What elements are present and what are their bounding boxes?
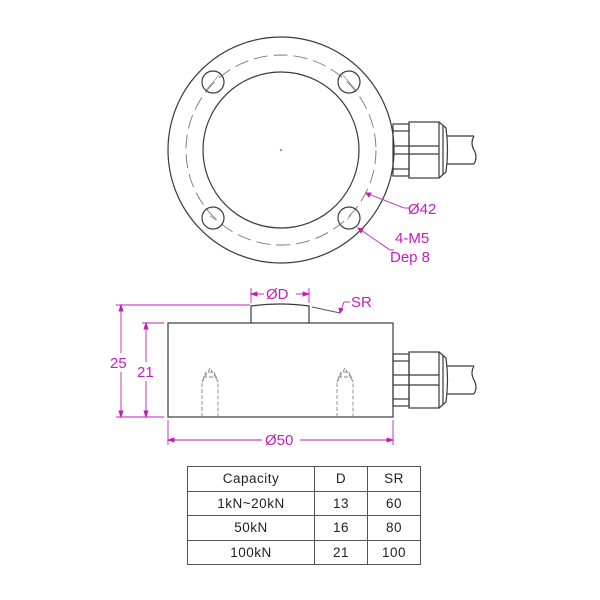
cell-capacity: 50kN [187,515,315,541]
pitch-diameter-label: Ø42 [408,201,436,218]
center-mark [279,148,283,152]
spec-table: Capacity D SR 1kN~20kN 13 60 50kN 16 80 … [187,466,421,565]
cell-sr: 60 [367,490,421,516]
header-d: D [314,466,368,492]
side-view-dimensions [116,288,395,445]
top-view [167,36,477,264]
pitch-circle-dashed [185,54,377,246]
cell-capacity: 100kN [187,539,315,565]
header-capacity: Capacity [187,466,315,492]
bolt-hole-bottom-right [337,206,361,230]
table-header-row: Capacity D SR [187,466,421,492]
cell-d: 13 [314,490,368,516]
button-diameter-label: ØD [266,286,289,303]
bolt-hole-top-right [337,70,361,94]
spherical-radius-label: SR [351,294,372,311]
side-view [167,303,477,418]
thread-depth-label: Dep 8 [390,249,430,266]
cell-sr: 100 [367,539,421,565]
top-view-dimensions [357,192,410,251]
outer-flange-circle [167,36,395,264]
cell-capacity: 1kN~20kN [187,490,315,516]
table-row: 50kN 16 80 [187,515,421,541]
body-height-label: 21 [137,364,154,381]
thread-spec-label: 4-M5 [395,230,429,247]
cell-sr: 80 [367,515,421,541]
bolt-hole-top-left [201,70,225,94]
table-row: 1kN~20kN 13 60 [187,490,421,516]
table-row: 100kN 21 100 [187,539,421,565]
cable-gland-side [392,351,477,409]
cell-d: 21 [314,539,368,565]
hidden-thread-left [201,367,219,417]
cable-gland-top [392,121,477,179]
header-sr: SR [367,466,421,492]
load-button [250,303,310,323]
cell-d: 16 [314,515,368,541]
hidden-thread-right [336,367,354,417]
total-height-label: 25 [110,355,127,372]
body-diameter-label: Ø50 [265,432,293,449]
inner-circle [202,71,360,229]
bolt-hole-bottom-left [201,206,225,230]
